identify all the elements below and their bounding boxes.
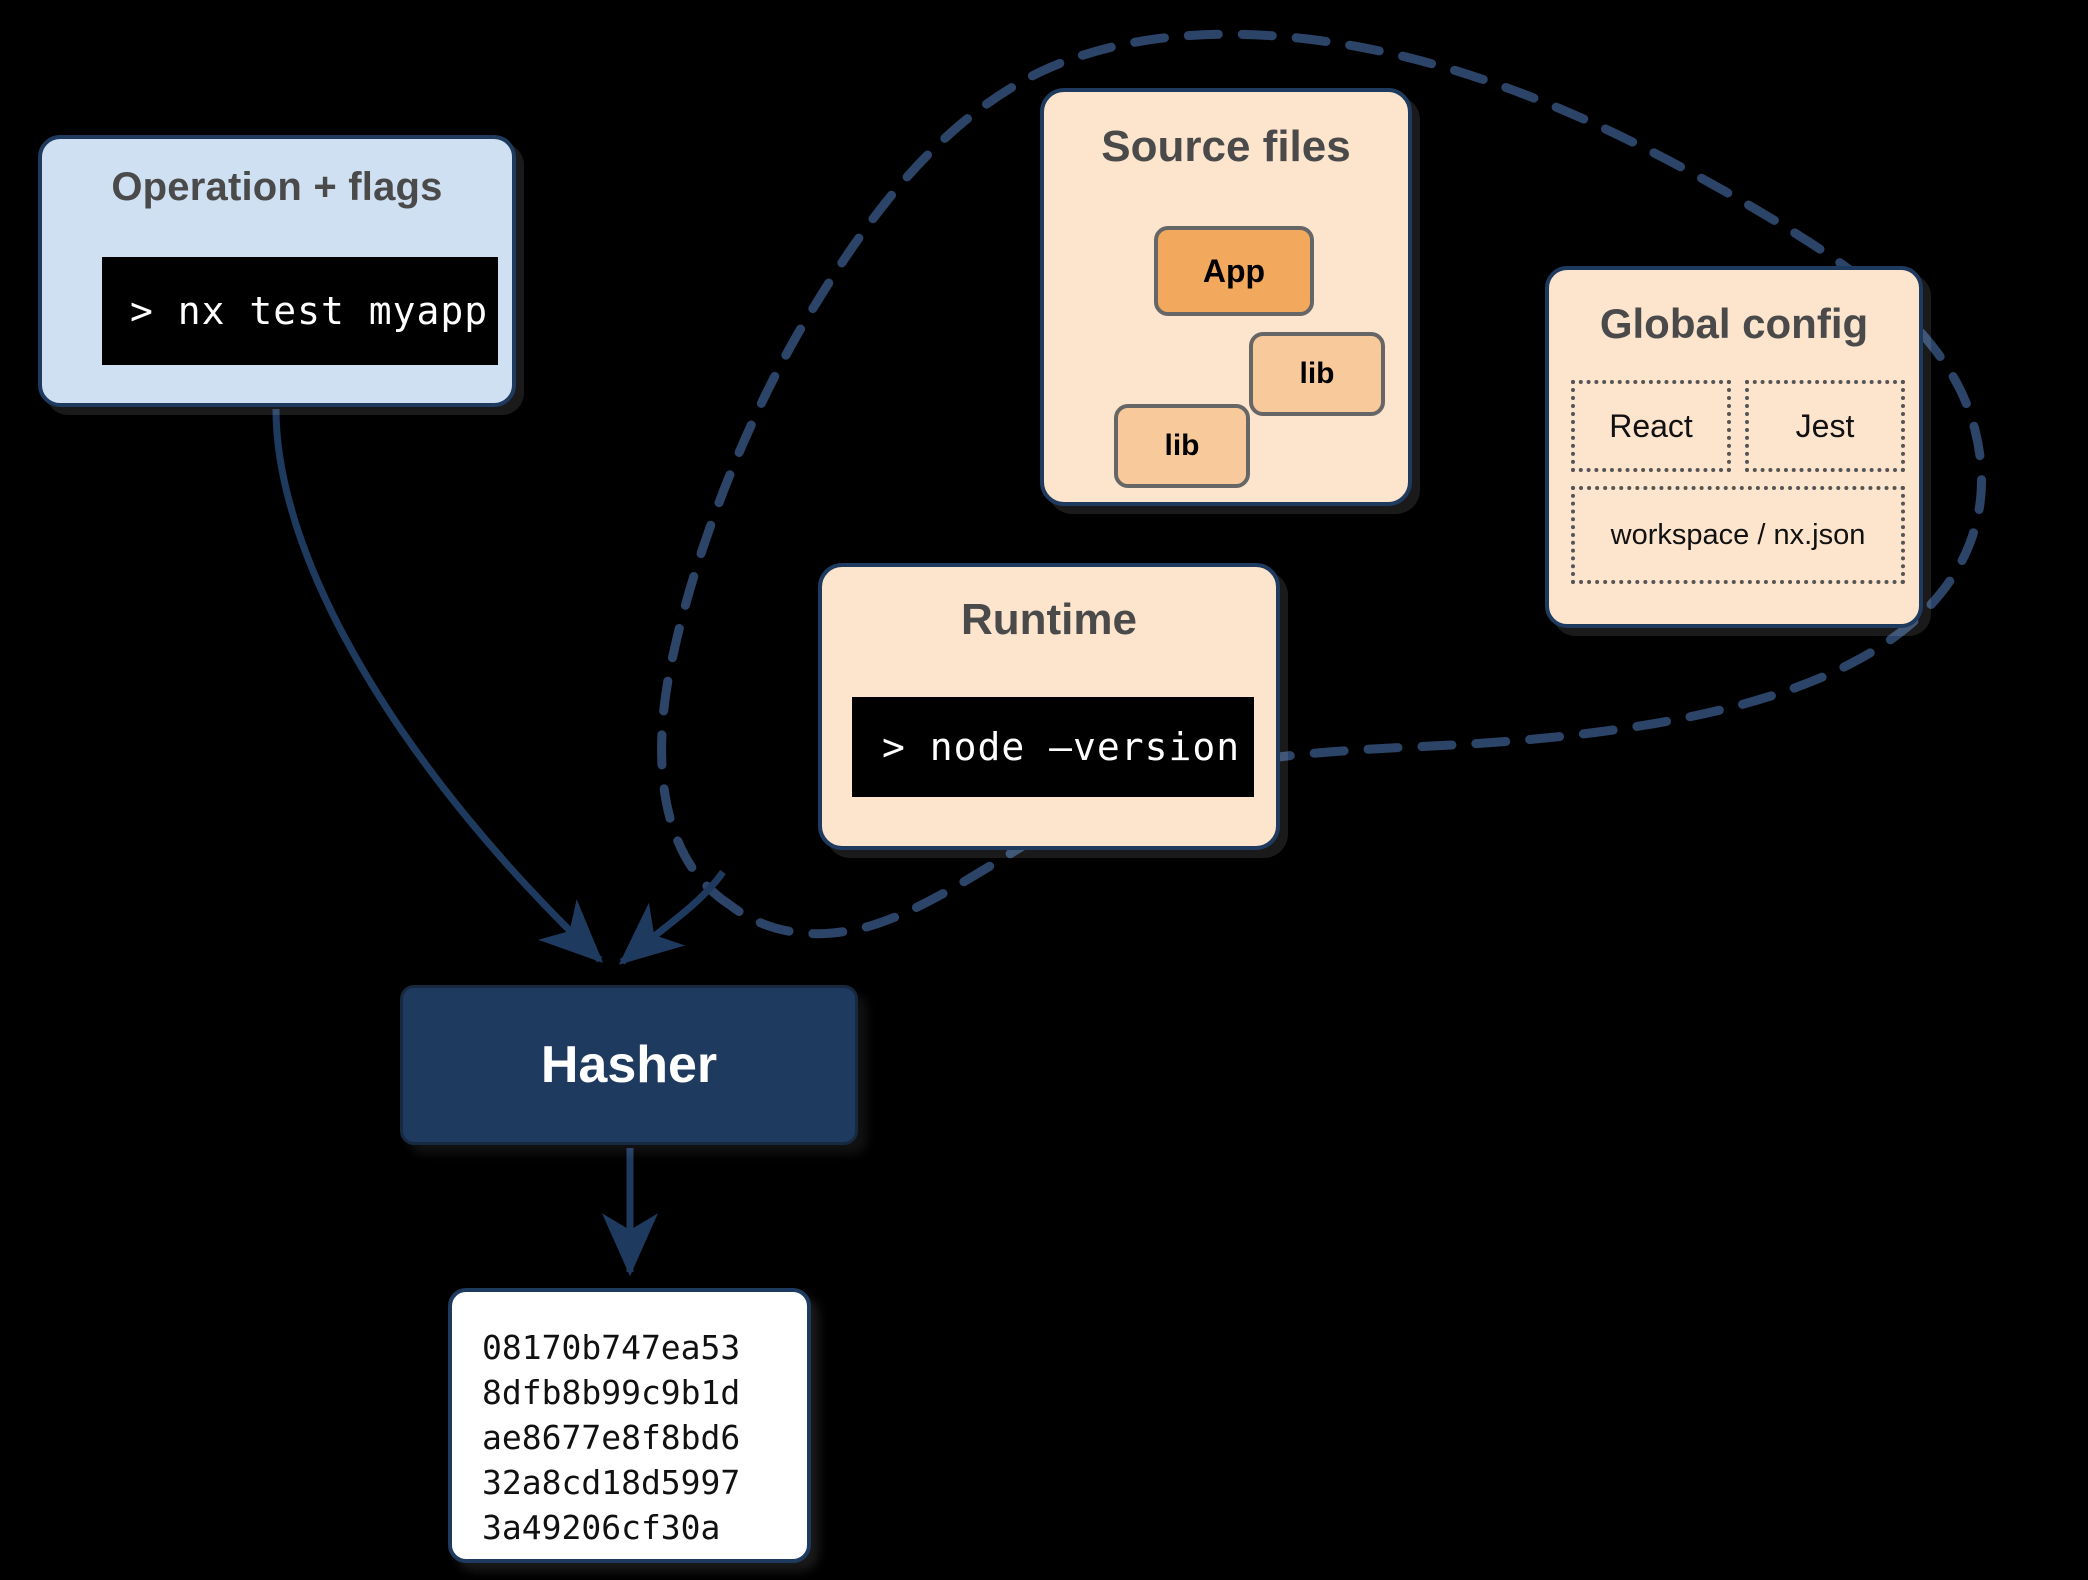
hash-output-text: 08170b747ea53 8dfb8b99c9b1d ae8677e8f8bd… [482,1328,741,1547]
global-config-card[interactable]: Global config React Jest workspace / nx.… [1545,266,1923,628]
edge-operation-to-hasher [272,408,604,963]
operation-flags-card[interactable]: Operation + flags > nx test myapp [38,135,516,407]
hasher-label: Hasher [540,1036,718,1094]
global-config-cell-jest[interactable]: Jest [1745,380,1905,472]
source-node-lib-left[interactable]: lib [1114,404,1250,488]
hasher-card[interactable]: Hasher [400,985,858,1145]
source-files-card[interactable]: Source files App lib lib [1040,88,1412,506]
runtime-card[interactable]: Runtime > node –version [818,563,1280,850]
source-node-app[interactable]: App [1154,226,1314,316]
hash-output-card[interactable]: 08170b747ea53 8dfb8b99c9b1d ae8677e8f8bd… [448,1288,811,1563]
global-config-title: Global config [1599,300,1869,347]
runtime-title: Runtime [961,595,1137,644]
source-node-lib-right[interactable]: lib [1249,332,1385,416]
edge-inputs-to-hasher [618,869,726,965]
runtime-terminal: > node –version [852,697,1254,797]
source-files-title: Source files [1101,122,1351,171]
operation-terminal-command: > nx test myapp [130,289,489,333]
runtime-terminal-command: > node –version [882,725,1241,769]
global-config-cell-workspace[interactable]: workspace / nx.json [1571,486,1905,584]
operation-terminal: > nx test myapp [102,257,498,365]
operation-flags-title: Operation + flags [111,165,443,209]
global-config-cell-react[interactable]: React [1571,380,1731,472]
